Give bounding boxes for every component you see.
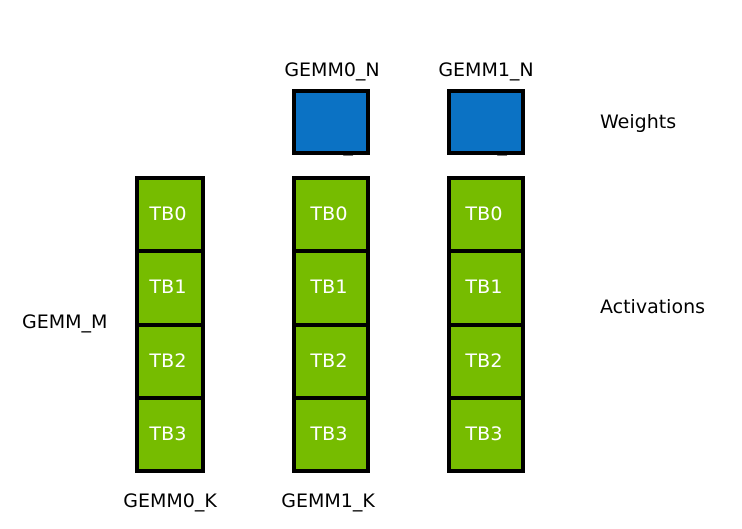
- activation-cell-label: TB1: [465, 276, 503, 299]
- activation-cell-label: TB0: [310, 203, 348, 226]
- activation-cell[interactable]: TB3: [135, 395, 205, 473]
- gemm-m-label: GEMM_M: [22, 311, 108, 333]
- activation-cell[interactable]: TB3: [447, 395, 525, 473]
- activation-cell[interactable]: TB1: [135, 249, 205, 327]
- activation-cell-label: TB2: [465, 349, 503, 372]
- activation-cell[interactable]: TB3: [292, 395, 370, 473]
- activation-cell[interactable]: TB1: [447, 249, 525, 327]
- activation-cell-label: TB1: [310, 276, 348, 299]
- gemm0-k-activation-column: TB0 TB1 TB2 TB3: [135, 176, 205, 473]
- gemm0-weight-block[interactable]: [292, 89, 370, 155]
- activation-cell[interactable]: TB2: [292, 322, 370, 400]
- activation-cell[interactable]: TB0: [135, 176, 205, 254]
- activation-cell[interactable]: TB1: [292, 249, 370, 327]
- activation-cell[interactable]: TB2: [135, 322, 205, 400]
- activation-cell-label: TB3: [465, 422, 503, 445]
- activation-cell[interactable]: TB0: [292, 176, 370, 254]
- gemm0-k-label: GEMM0_K: [123, 490, 217, 512]
- gemm1-weight-block[interactable]: [447, 89, 525, 155]
- activation-cell-label: TB0: [149, 203, 187, 226]
- activation-cell-label: TB1: [149, 276, 187, 299]
- weights-row-label: Weights: [600, 111, 677, 133]
- activation-cell[interactable]: TB2: [447, 322, 525, 400]
- activation-cell-label: TB2: [149, 349, 187, 372]
- activation-cell-label: TB3: [149, 422, 187, 445]
- gemm1-k-activation-column: TB0 TB1 TB2 TB3: [292, 176, 370, 473]
- activation-cell-label: TB2: [310, 349, 348, 372]
- gemm2-activation-column: TB0 TB1 TB2 TB3: [447, 176, 525, 473]
- activations-row-label: Activations: [600, 296, 706, 318]
- gemm0-n-label-line1: GEMM0_N: [284, 59, 380, 81]
- gemm1-k-label: GEMM1_K: [281, 490, 375, 512]
- gemm1-n-label-line1: GEMM1_N: [438, 59, 534, 81]
- activation-cell-label: TB0: [465, 203, 503, 226]
- activation-cell[interactable]: TB0: [447, 176, 525, 254]
- activation-cell-label: TB3: [310, 422, 348, 445]
